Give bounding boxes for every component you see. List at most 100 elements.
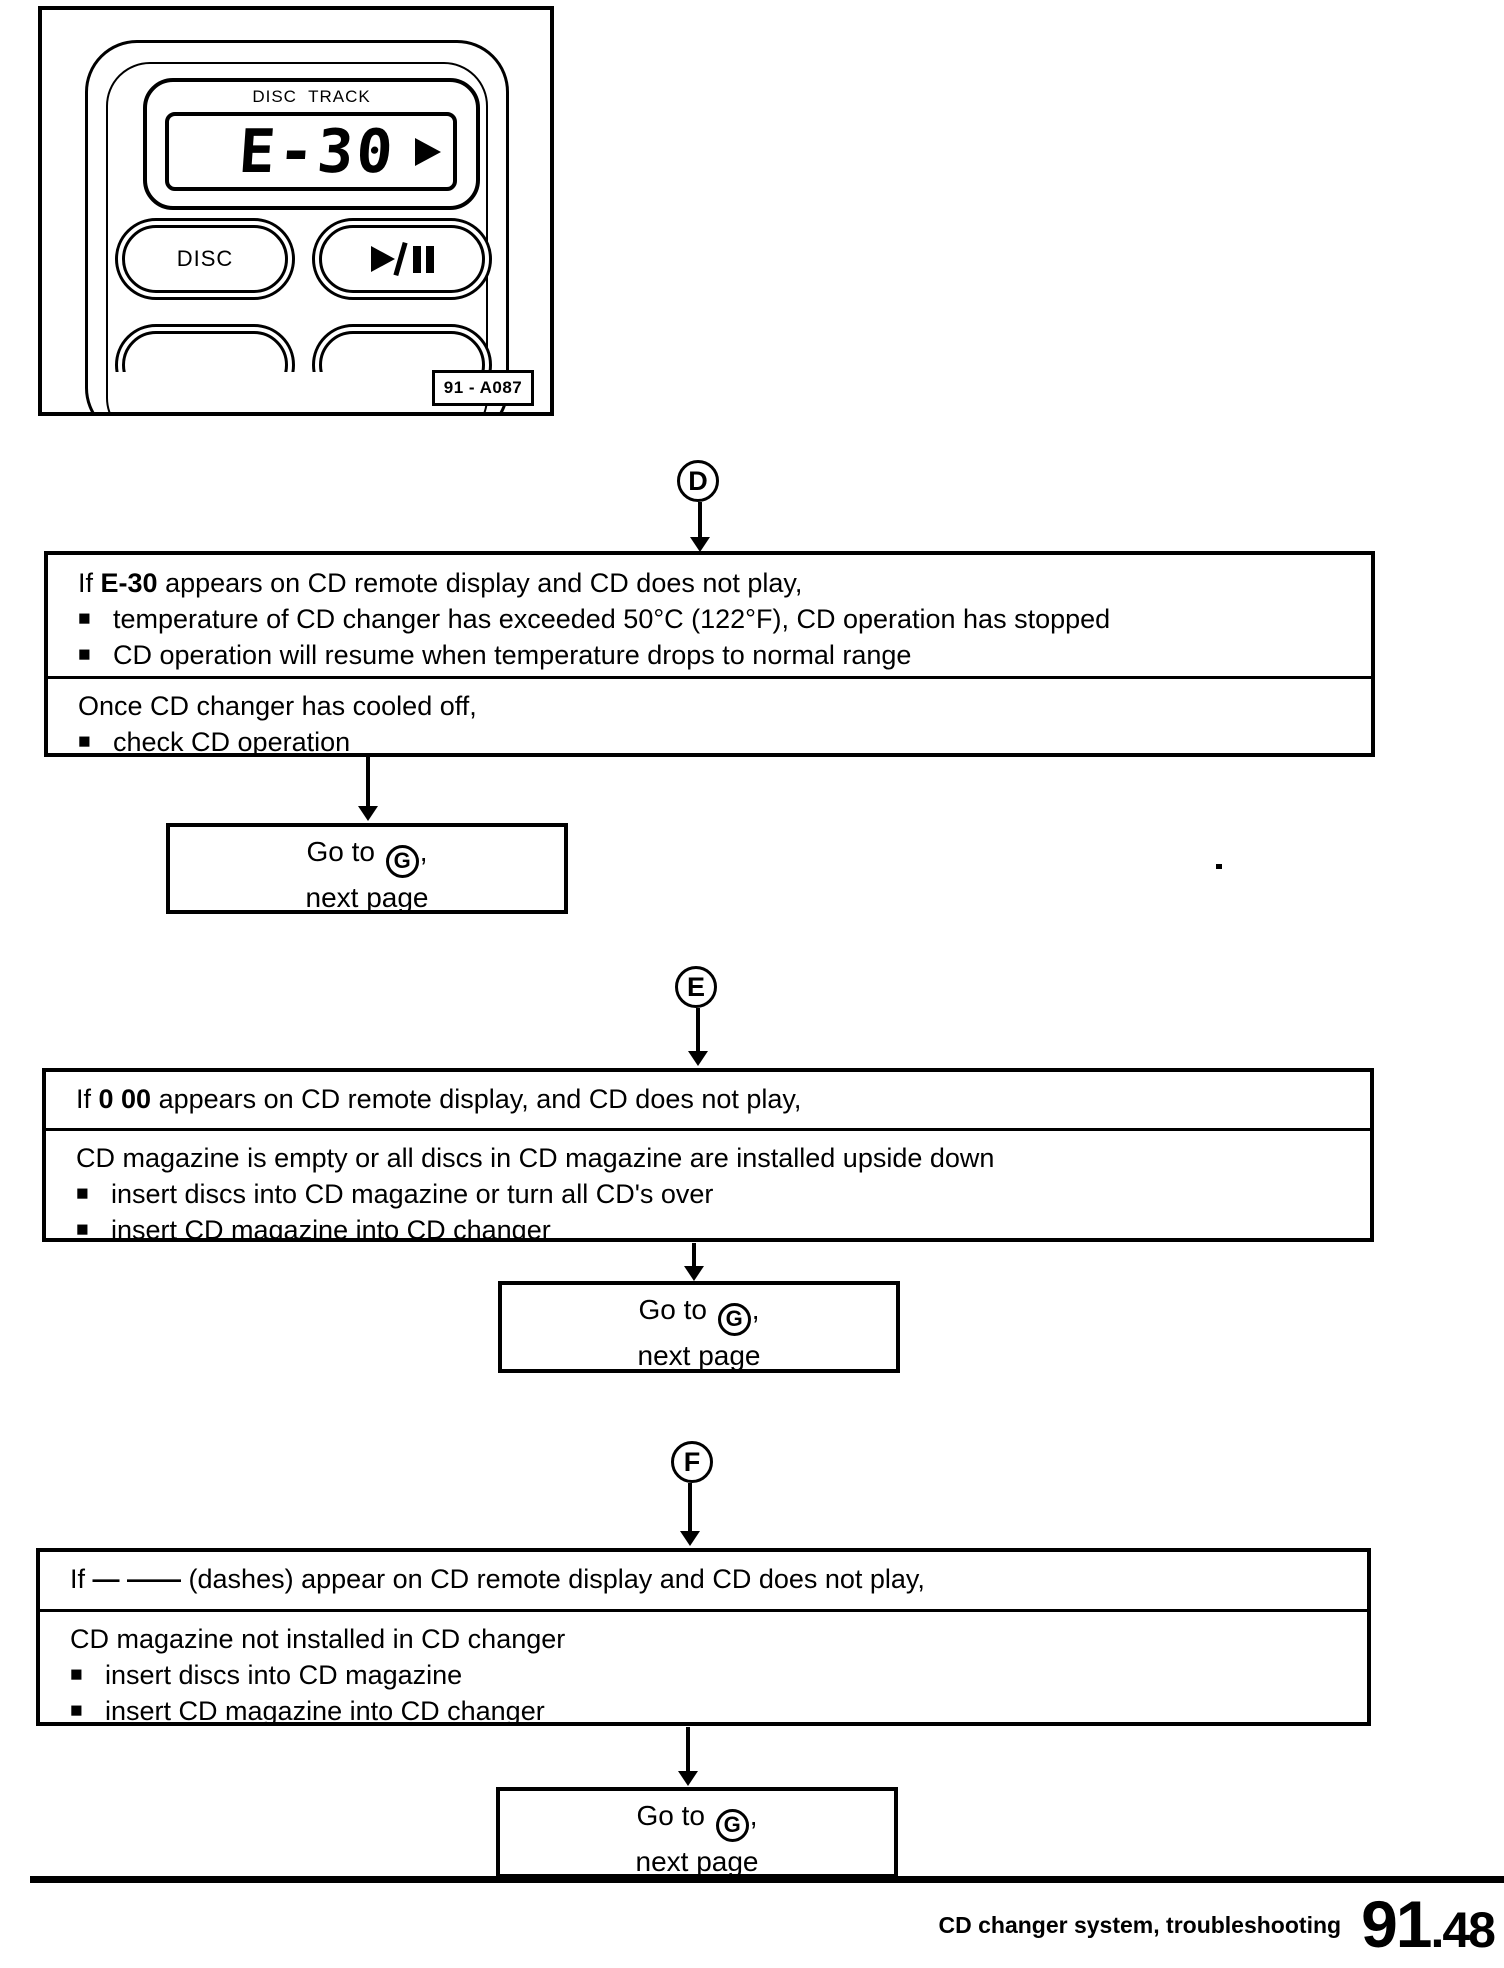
condition-title: If — —— (dashes) appear on CD remote dis…: [70, 1561, 1343, 1597]
arrow-head: [688, 1051, 708, 1066]
title-suffix: (dashes) appear on CD remote display and…: [181, 1564, 925, 1594]
flow-arrow: [678, 1727, 698, 1786]
ref-circle-g: G: [385, 844, 419, 878]
arrow-stem: [686, 1727, 690, 1773]
goto-line2: next page: [305, 881, 429, 913]
title-suffix: appears on CD remote display, and CD doe…: [151, 1084, 802, 1114]
play-triangle-icon: [370, 246, 395, 272]
lcd-error-code: E-30: [236, 117, 398, 187]
condition-box-e-top: If 0 00 appears on CD remote display, an…: [46, 1072, 1370, 1128]
bullet-line: ■ CD operation will resume when temperatu…: [78, 637, 1347, 673]
bullet-line: ■ insert discs into CD magazine: [70, 1657, 1343, 1693]
title-prefix: If: [70, 1564, 93, 1594]
condition-title: If 0 00 appears on CD remote display, an…: [76, 1081, 1346, 1117]
bullet-icon: ■: [70, 1699, 83, 1722]
ref-circle-g: G: [715, 1808, 749, 1842]
arrow-head: [680, 1531, 700, 1546]
connector-f: F: [671, 1441, 713, 1483]
bullet-line: ■ insert CD magazine into CD changer: [76, 1212, 1346, 1242]
cropped-button-inner: [319, 331, 485, 372]
goto-suffix: ,: [751, 1294, 760, 1325]
title-emphasis: — ——: [92, 1564, 182, 1594]
goto-prefix: Go to: [306, 836, 383, 867]
condition-box-f-top: If — —— (dashes) appear on CD remote dis…: [40, 1552, 1367, 1609]
bullet-text: insert discs into CD magazine or turn al…: [111, 1179, 714, 1209]
flow-arrow: [688, 1008, 708, 1066]
pause-bar-icon: [425, 245, 434, 273]
cropped-button-inner: [122, 331, 288, 372]
goto-box-d: Go to G, next page: [166, 823, 568, 914]
bullet-text: insert CD magazine into CD changer: [111, 1215, 551, 1242]
bullet-line: ■ check CD operation: [78, 724, 1347, 757]
lcd-display: E-30: [165, 112, 457, 191]
condition-box-d-top: If E-30 appears on CD remote display and…: [48, 555, 1371, 676]
bullet-icon: ■: [78, 643, 91, 666]
condition-title: CD magazine not installed in CD changer: [70, 1624, 566, 1654]
connector-e: E: [675, 966, 717, 1008]
bullet-line: ■insert CD magazine into CD changer: [70, 1693, 1343, 1722]
arrow-stem: [698, 502, 702, 539]
bullet-icon: ■: [78, 607, 91, 630]
bullet-text: check CD operation: [113, 727, 351, 757]
title-emphasis: E-30: [100, 568, 158, 598]
remote-display-bezel: DISC TRACK E-30: [143, 78, 480, 210]
flow-arrow: [684, 1243, 704, 1281]
condition-box-f: If — —— (dashes) appear on CD remote dis…: [36, 1548, 1371, 1726]
title-suffix: appears on CD remote display and CD does…: [157, 568, 803, 598]
bullet-text: CD operation will resume when temperatur…: [113, 640, 912, 670]
footer: CD changer system, troubleshooting 91.48: [620, 1886, 1496, 1962]
slash-icon: [392, 241, 408, 277]
flow-arrow: [680, 1483, 700, 1546]
scan-artifact-dot: [1216, 864, 1222, 869]
arrow-head: [684, 1266, 704, 1281]
footer-caption: CD changer system, troubleshooting: [938, 1912, 1342, 1938]
condition-box-d: If E-30 appears on CD remote display and…: [44, 551, 1375, 757]
title-prefix: If: [76, 1084, 99, 1114]
goto-line2: next page: [635, 1845, 759, 1877]
bullet-icon: ■: [76, 1218, 89, 1241]
flow-arrow: [690, 502, 710, 552]
goto-line1: Go to G,: [500, 1796, 894, 1842]
remote-illustration-frame: DISC TRACK E-30 DISC 91 - A087: [38, 6, 554, 416]
play-pause-icon: [319, 225, 485, 293]
arrow-head: [690, 537, 710, 552]
connector-d: D: [677, 460, 719, 502]
bullet-line: ■ insert discs into CD magazine or turn a…: [76, 1176, 1346, 1212]
goto-box-f: Go to G, next page: [496, 1787, 898, 1878]
disc-button-label: DISC: [122, 225, 288, 293]
arrow-head: [358, 806, 378, 821]
play-pause-button: [312, 218, 492, 300]
bullet-icon: ■: [70, 1663, 83, 1686]
goto-suffix: ,: [419, 836, 428, 867]
goto-line1: Go to G,: [502, 1290, 896, 1336]
play-triangle-icon: [415, 138, 441, 166]
bullet-icon: ■: [76, 1182, 89, 1205]
condition-box-f-bottom: CD magazine not installed in CD changer …: [40, 1609, 1367, 1722]
condition-title: CD magazine is empty or all discs in CD …: [76, 1143, 995, 1173]
arrow-stem: [696, 1008, 700, 1053]
goto-prefix: Go to: [636, 1800, 713, 1831]
bullet-text: temperature of CD changer has exceeded 5…: [113, 604, 1111, 634]
ref-circle-g: G: [717, 1302, 751, 1336]
goto-box-e: Go to G, next page: [498, 1281, 900, 1373]
flow-arrow: [358, 757, 378, 821]
goto-line2: next page: [637, 1339, 761, 1371]
arrow-stem: [366, 757, 370, 808]
footer-rule: [30, 1876, 1504, 1883]
cropped-button-row: [115, 324, 495, 372]
condition-title: Once CD changer has cooled off,: [78, 691, 477, 721]
condition-title: If E-30 appears on CD remote display and…: [78, 565, 1347, 601]
condition-box-e: If 0 00 appears on CD remote display, an…: [42, 1068, 1374, 1242]
condition-box-d-bottom: Once CD changer has cooled off, ■ check C…: [48, 676, 1371, 757]
disc-button: DISC: [115, 218, 295, 300]
goto-line1: Go to G,: [170, 832, 564, 878]
cropped-button: [115, 324, 295, 372]
figure-code-label: 91 - A087: [432, 370, 534, 406]
page-number-major: 91: [1361, 1887, 1432, 1961]
bullet-text: insert discs into CD magazine: [105, 1660, 463, 1690]
bullet-icon: ■: [78, 730, 91, 753]
condition-box-e-bottom: CD magazine is empty or all discs in CD …: [46, 1128, 1370, 1242]
goto-prefix: Go to: [638, 1294, 715, 1325]
pause-bar-icon: [412, 245, 421, 273]
